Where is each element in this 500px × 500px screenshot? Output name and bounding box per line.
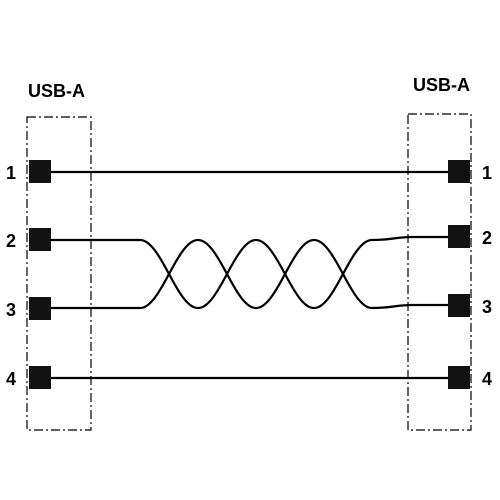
right-pin-number-2: 2 <box>482 228 492 248</box>
left-connector-label: USB-A <box>28 81 85 101</box>
left-terminal-pin-3 <box>29 297 51 320</box>
left-pin-number-1: 1 <box>6 163 16 183</box>
left-terminal-pin-2 <box>29 228 51 251</box>
left-terminal-pin-1 <box>29 160 51 183</box>
left-pin-number-2: 2 <box>6 231 16 251</box>
right-connector-housing <box>407 113 472 431</box>
left-pin-number-3: 3 <box>6 300 16 320</box>
left-terminal-pin-4 <box>29 366 51 389</box>
right-terminal-pin-2 <box>448 225 470 248</box>
twisted-wire-pin-3 <box>50 238 450 310</box>
right-pin-number-4: 4 <box>482 369 492 389</box>
right-connector-label: USB-A <box>413 75 470 95</box>
right-pin-number-1: 1 <box>482 163 492 183</box>
right-terminal-pin-3 <box>448 294 470 317</box>
right-terminal-pin-1 <box>448 160 470 183</box>
left-pin-number-4: 4 <box>6 369 16 389</box>
right-terminal-pin-4 <box>448 366 470 389</box>
twisted-wire-pin-2 <box>50 235 450 310</box>
right-pin-number-3: 3 <box>482 297 492 317</box>
left-connector-housing <box>26 116 92 431</box>
